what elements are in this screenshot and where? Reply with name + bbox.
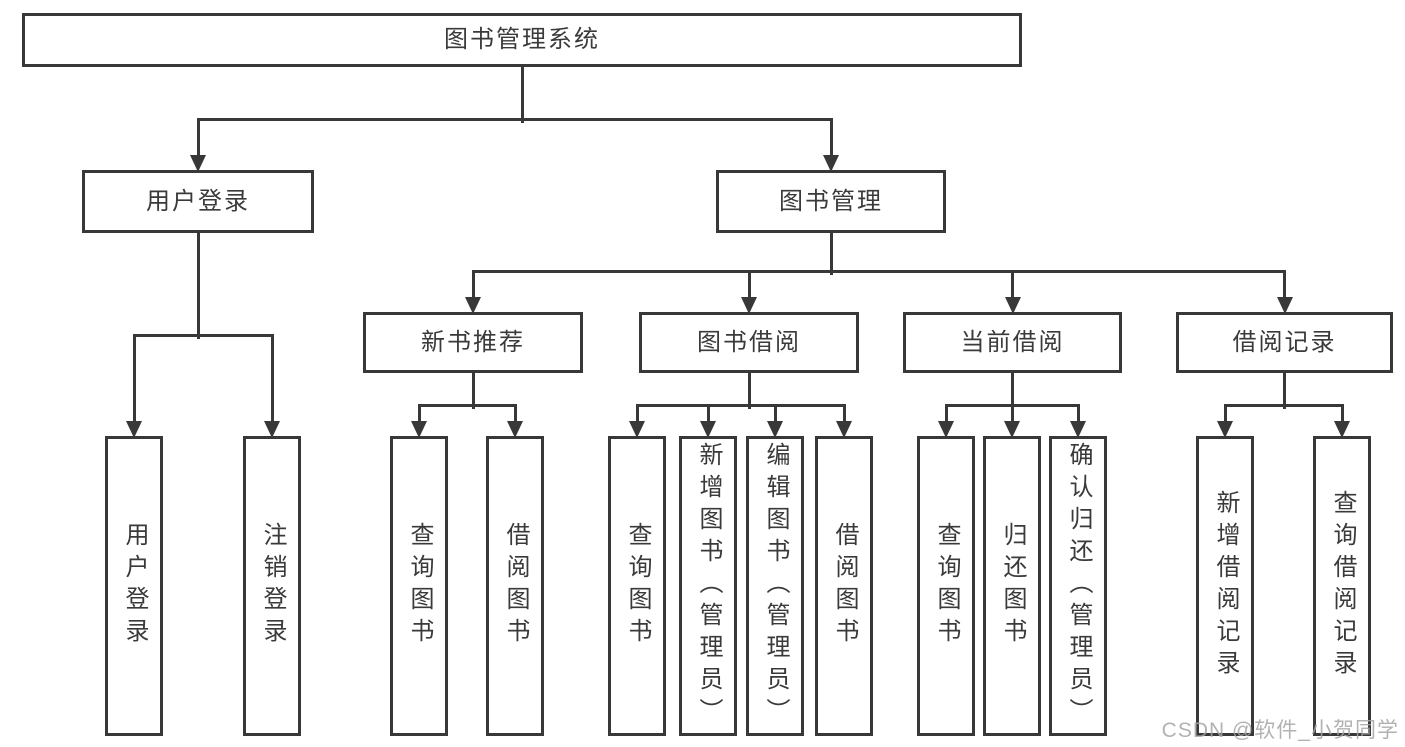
connector-line bbox=[270, 334, 274, 422]
node-label: 新增图书（管理员） bbox=[695, 442, 722, 730]
node-current-borrowing: 当前借阅 bbox=[903, 312, 1122, 373]
connector-line bbox=[1340, 404, 1344, 422]
connector-line bbox=[471, 270, 475, 298]
connector-line bbox=[471, 270, 1286, 273]
node-logout: 注销登录 bbox=[243, 436, 301, 736]
node-label: 新书推荐 bbox=[421, 328, 525, 356]
node-label: 查询图书 bbox=[624, 522, 651, 650]
node-borrow-edit-books-admin: 编辑图书（管理员） bbox=[746, 436, 804, 736]
node-label: 图书管理 bbox=[779, 187, 883, 215]
connector-line bbox=[1076, 404, 1080, 422]
connector-line bbox=[1223, 404, 1227, 422]
connector-line bbox=[944, 404, 948, 422]
node-book-management: 图书管理 bbox=[716, 170, 946, 233]
node-recommend-query-books: 查询图书 bbox=[390, 436, 448, 736]
arrow-down-icon bbox=[938, 421, 954, 438]
node-label: 借阅图书 bbox=[502, 522, 529, 650]
connector-line bbox=[520, 67, 524, 123]
node-label: 用户登录 bbox=[121, 522, 148, 650]
connector-line bbox=[635, 404, 639, 422]
node-borrow-query-books: 查询图书 bbox=[608, 436, 666, 736]
node-root: 图书管理系统 bbox=[22, 13, 1022, 67]
connector-line bbox=[132, 334, 274, 337]
arrow-down-icon bbox=[465, 297, 481, 314]
arrow-down-icon bbox=[836, 421, 852, 438]
arrow-down-icon bbox=[411, 421, 427, 438]
connector-line bbox=[1283, 373, 1286, 409]
connector-line bbox=[132, 334, 136, 422]
arrow-down-icon bbox=[629, 421, 645, 438]
node-current-confirm-return-admin: 确认归还（管理员） bbox=[1049, 436, 1107, 736]
connector-line bbox=[1223, 404, 1344, 407]
node-borrowing-records: 借阅记录 bbox=[1176, 312, 1393, 373]
connector-line bbox=[417, 404, 517, 407]
node-label: 注销登录 bbox=[259, 522, 286, 650]
arrow-down-icon bbox=[1004, 421, 1020, 438]
arrow-down-icon bbox=[700, 421, 716, 438]
node-current-query-books: 查询图书 bbox=[917, 436, 975, 736]
node-borrow-add-books-admin: 新增图书（管理员） bbox=[679, 436, 737, 736]
csdn-watermark: CSDN @软件_小贺同学 bbox=[1161, 719, 1399, 742]
node-label: 新增借阅记录 bbox=[1212, 490, 1239, 682]
node-records-add-borrow-record: 新增借阅记录 bbox=[1196, 436, 1254, 736]
arrow-down-icon bbox=[264, 421, 280, 438]
arrow-down-icon bbox=[767, 421, 783, 438]
arrow-down-icon bbox=[1217, 421, 1233, 438]
node-label: 用户登录 bbox=[146, 187, 250, 215]
node-label: 编辑图书（管理员） bbox=[762, 442, 789, 730]
arrow-down-icon bbox=[190, 155, 206, 172]
arrow-down-icon bbox=[1276, 297, 1293, 314]
connector-line bbox=[196, 118, 833, 121]
node-new-book-recommend: 新书推荐 bbox=[363, 312, 583, 373]
connector-line bbox=[1011, 373, 1014, 409]
arrow-down-icon bbox=[507, 421, 523, 438]
node-records-query-borrow-record: 查询借阅记录 bbox=[1313, 436, 1371, 736]
connector-line bbox=[513, 404, 517, 422]
node-user-login-group: 用户登录 bbox=[82, 170, 314, 233]
node-label: 查询图书 bbox=[933, 522, 960, 650]
connector-line bbox=[196, 118, 200, 156]
node-label: 借阅记录 bbox=[1232, 328, 1337, 356]
node-label: 查询借阅记录 bbox=[1329, 490, 1356, 682]
arrow-down-icon bbox=[126, 421, 142, 438]
connector-line bbox=[417, 404, 421, 422]
arrow-down-icon bbox=[823, 155, 839, 172]
connector-line bbox=[1011, 270, 1014, 298]
node-borrow-borrow-books: 借阅图书 bbox=[815, 436, 873, 736]
node-label: 图书管理系统 bbox=[444, 26, 600, 53]
node-label: 图书借阅 bbox=[697, 328, 801, 356]
node-recommend-borrow-books: 借阅图书 bbox=[486, 436, 544, 736]
arrow-down-icon bbox=[1004, 297, 1021, 314]
connector-line bbox=[747, 270, 751, 298]
arrow-down-icon bbox=[1070, 421, 1086, 438]
connector-line bbox=[196, 233, 200, 339]
connector-line bbox=[471, 373, 475, 409]
connector-line bbox=[706, 404, 710, 422]
connector-line bbox=[773, 404, 777, 422]
connector-line bbox=[829, 233, 833, 275]
connector-line bbox=[1283, 270, 1286, 298]
node-label: 归还图书 bbox=[999, 522, 1026, 650]
node-book-borrowing: 图书借阅 bbox=[639, 312, 859, 373]
node-label: 查询图书 bbox=[406, 522, 433, 650]
node-label: 当前借阅 bbox=[960, 328, 1065, 356]
connector-line bbox=[842, 404, 846, 422]
arrow-down-icon bbox=[1334, 421, 1350, 438]
arrow-down-icon bbox=[741, 297, 757, 314]
connector-line bbox=[829, 118, 833, 156]
connector-line bbox=[747, 373, 751, 409]
node-label: 借阅图书 bbox=[831, 522, 858, 650]
connector-line bbox=[635, 404, 846, 407]
connector-line bbox=[1010, 404, 1014, 422]
node-login: 用户登录 bbox=[105, 436, 163, 736]
node-current-return-books: 归还图书 bbox=[983, 436, 1041, 736]
node-label: 确认归还（管理员） bbox=[1065, 442, 1092, 730]
